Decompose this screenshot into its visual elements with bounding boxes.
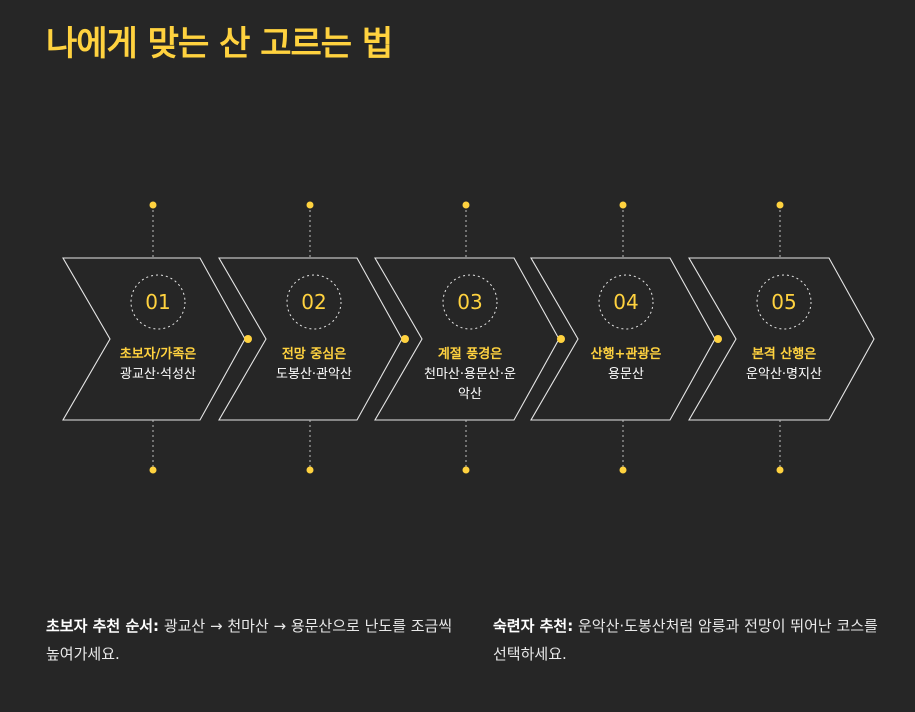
step-number-1: 01 [145,290,171,314]
step-2: 전망 중심은 도봉산·관악산 [239,345,389,385]
step-num-circle-3 [442,274,498,330]
step-1: 초보자/가족은 광교산·석성산 [83,345,233,385]
step-title: 본격 산행은 [751,347,817,362]
expert-recommendation: 숙련자 추천: 운악산·도봉산처럼 암릉과 전망이 뛰어난 코스를 선택하세요. [493,612,893,668]
step-desc: 도봉산·관악산 [276,367,352,382]
connector-lines [152,205,781,470]
page-title: 나에게 맞는 산 고르는 법 [46,24,393,64]
step-num-circle-5 [756,274,812,330]
step-number-4: 04 [613,290,639,314]
step-title: 초보자/가족은 [119,347,197,362]
beginner-recommendation: 초보자 추천 순서: 광교산 → 천마산 → 용문산으로 난도를 조금씩 높여가… [46,612,456,668]
step-desc: 운악산·명지산 [746,367,822,382]
step-chevron-3 [374,257,560,421]
step-desc: 광교산·석성산 [120,367,196,382]
expert-label: 숙련자 추천: [493,617,574,635]
step-title: 산행+관광은 [590,347,662,362]
step-title: 전망 중심은 [281,347,347,362]
step-number-5: 05 [771,290,797,314]
beginner-text: 광교산 → 천마산 → 용문산으로 난도를 조금씩 높여가세요. [46,617,453,663]
step-3: 계절 풍경은 천마산·용문산·운악산 [395,345,545,405]
step-num-circle-2 [286,274,342,330]
step-4: 산행+관광은 용문산 [551,345,701,385]
step-chevron-5 [688,257,875,421]
step-5: 본격 산행은 운악산·명지산 [709,345,859,385]
step-number-3: 03 [457,290,483,314]
step-desc: 용문산 [608,367,644,382]
step-title: 계절 풍경은 [437,347,503,362]
step-chevron-4 [530,257,716,421]
step-desc: 천마산·용문산·운악산 [424,367,516,402]
beginner-label: 초보자 추천 순서: [46,617,160,635]
marker-dots [149,201,784,474]
step-num-circle-4 [598,274,654,330]
expert-text: 운악산·도봉산처럼 암릉과 전망이 뛰어난 코스를 선택하세요. [493,617,878,663]
step-num-circle-1 [130,274,186,330]
step-number-2: 02 [301,290,327,314]
step-chevron-1 [62,257,246,421]
step-chevron-2 [218,257,403,421]
